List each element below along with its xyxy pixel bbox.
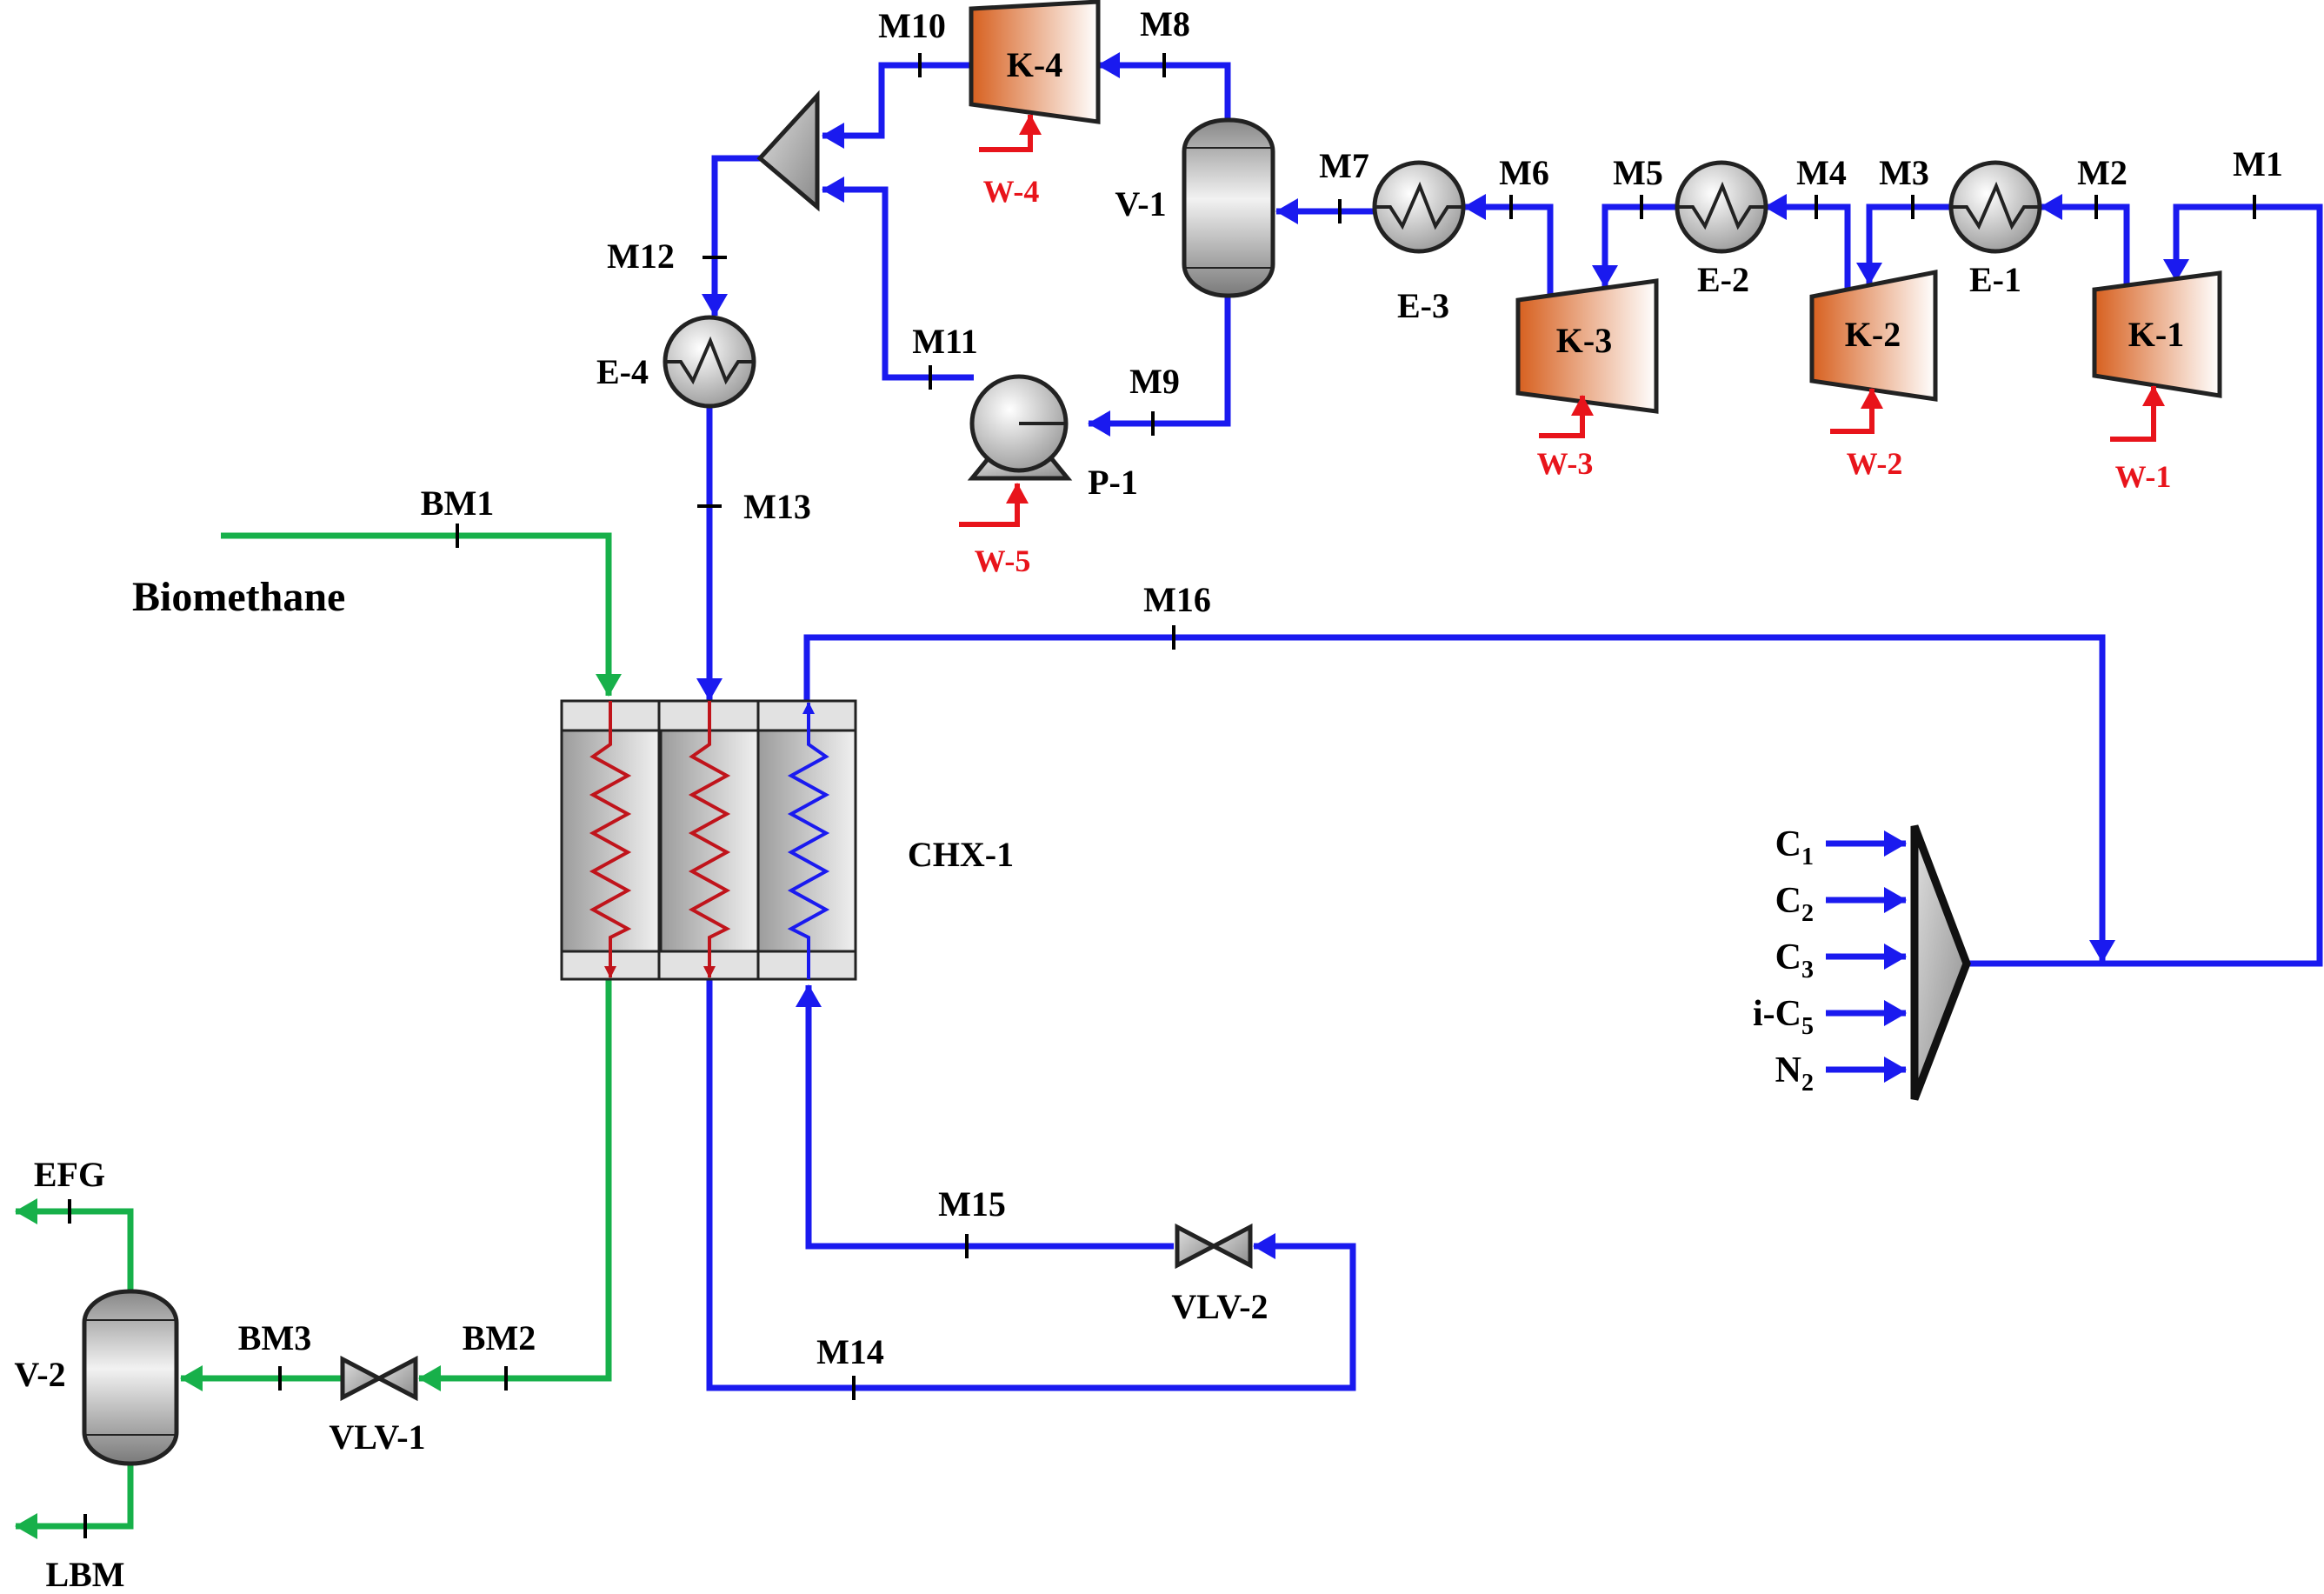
work-stream-w2 <box>1830 388 1883 434</box>
work-stream-w3 <box>1539 395 1594 438</box>
label-p1: P-1 <box>1088 463 1138 502</box>
label-m11: M11 <box>912 322 978 361</box>
stream-bm1 <box>221 532 622 697</box>
stream-m3 <box>1856 203 1949 285</box>
label-m6: M6 <box>1499 153 1549 192</box>
label-m16: M16 <box>1143 580 1211 619</box>
splitter-tee <box>756 90 820 212</box>
label-chx1: CHX-1 <box>908 835 1014 874</box>
label-k2: K-2 <box>1845 315 1901 354</box>
stream-m2 <box>2040 194 2130 290</box>
text-labels: K-4 K-3 K-2 K-1 E-1 E-2 E-3 E-4 V-1 V-2 … <box>14 4 2283 1594</box>
label-feed-c1: C1 <box>1775 824 1814 870</box>
stream-efg <box>14 1198 134 1293</box>
label-v1: V-1 <box>1115 184 1166 223</box>
stream-m4 <box>1764 194 1851 297</box>
label-efg: EFG <box>34 1155 105 1194</box>
work-stream-w5 <box>959 483 1029 527</box>
label-w1: W-1 <box>2115 459 2172 494</box>
valve-vlv1 <box>340 1355 418 1402</box>
label-bm3: BM3 <box>238 1318 311 1357</box>
compressors <box>969 0 2222 414</box>
label-feed-ic5: i-C5 <box>1753 994 1814 1040</box>
chx1-hot-pass-1 <box>589 701 632 978</box>
chx1-hot-pass-2 <box>688 701 731 978</box>
label-w2: W-2 <box>1847 446 1903 481</box>
label-w3: W-3 <box>1537 446 1594 481</box>
label-v2: V-2 <box>14 1355 65 1394</box>
cooler-e4 <box>663 315 756 409</box>
stream-m12 <box>702 155 760 317</box>
label-m13: M13 <box>743 487 811 526</box>
stream-m8 <box>1097 52 1231 122</box>
label-m12: M12 <box>607 237 675 276</box>
compressor-k2 <box>1809 269 1938 402</box>
vessel-v2 <box>82 1289 179 1466</box>
label-e2: E-2 <box>1697 260 1749 299</box>
label-m5: M5 <box>1613 153 1663 192</box>
stream-ticks <box>68 53 2256 1538</box>
label-w4: W-4 <box>983 174 1040 209</box>
work-stream-w4 <box>979 114 1042 152</box>
chx1-body <box>560 699 857 981</box>
cooler-e2 <box>1675 160 1768 254</box>
chx1-cold-pass <box>787 702 830 979</box>
label-feed-c2: C2 <box>1775 881 1814 927</box>
stream-m14 <box>706 977 1356 1391</box>
biomethane-stream-lines <box>14 532 622 1539</box>
work-streams <box>959 114 2165 527</box>
stream-m9 <box>1088 294 1231 437</box>
mixer-tee <box>1910 824 1971 1101</box>
label-feed-c3: C3 <box>1775 937 1814 984</box>
stream-m1 <box>1967 203 2323 967</box>
label-e4: E-4 <box>596 352 649 391</box>
label-vlv1: VLV-1 <box>329 1417 425 1457</box>
chx1-zigzags <box>589 701 830 979</box>
compressor-k4 <box>969 0 1101 124</box>
stream-m10 <box>822 62 971 149</box>
cooler-e3 <box>1372 160 1466 254</box>
vessel-v1 <box>1182 117 1275 298</box>
label-e1: E-1 <box>1969 260 2021 299</box>
label-w5: W-5 <box>975 544 1031 578</box>
label-m8: M8 <box>1140 4 1190 43</box>
stream-bm2 <box>418 979 612 1391</box>
pump-p1 <box>967 374 1073 481</box>
stream-m15 <box>796 984 1174 1250</box>
stream-m5 <box>1592 203 1678 288</box>
label-k1: K-1 <box>2128 315 2184 354</box>
label-m15: M15 <box>938 1184 1006 1224</box>
stream-m16 <box>803 634 2115 963</box>
label-m10: M10 <box>878 6 946 45</box>
label-vlv2: VLV-2 <box>1171 1287 1268 1326</box>
label-m1: M1 <box>2233 144 2283 183</box>
cooler-e1 <box>1948 160 2042 254</box>
label-bm1: BM1 <box>421 484 494 523</box>
coolers <box>663 160 2042 409</box>
label-k3: K-3 <box>1556 321 1612 360</box>
label-biomethane: Biomethane <box>132 574 345 620</box>
label-e3: E-3 <box>1397 286 1449 325</box>
label-feed-n2: N2 <box>1775 1050 1814 1097</box>
compressor-k3 <box>1515 278 1659 414</box>
label-m14: M14 <box>816 1332 884 1371</box>
stream-lbm <box>14 1461 134 1539</box>
label-bm2: BM2 <box>463 1318 536 1357</box>
stream-m6 <box>1463 194 1554 300</box>
compressor-k1 <box>2092 270 2222 398</box>
label-m4: M4 <box>1796 153 1847 192</box>
label-m7: M7 <box>1319 146 1369 185</box>
label-m2: M2 <box>2077 153 2128 192</box>
work-stream-w1 <box>2110 385 2165 442</box>
label-m9: M9 <box>1129 362 1180 401</box>
label-k4: K-4 <box>1007 45 1062 84</box>
label-m3: M3 <box>1879 153 1929 192</box>
label-lbm: LBM <box>45 1555 124 1594</box>
valve-vlv2 <box>1175 1223 1253 1270</box>
